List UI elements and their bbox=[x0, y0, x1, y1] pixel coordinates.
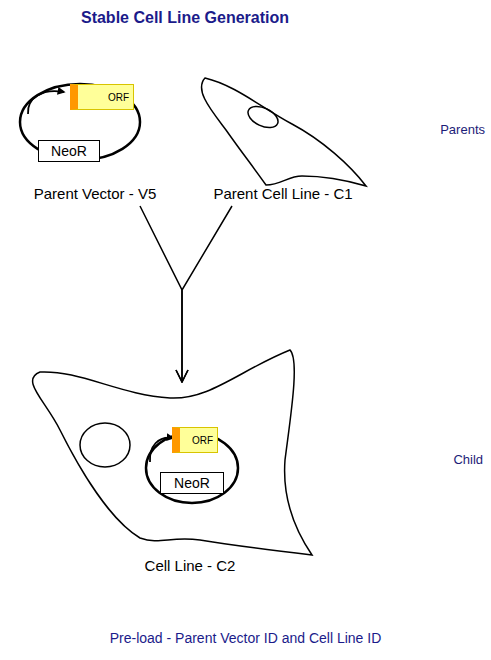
plasmid-ring bbox=[146, 433, 238, 503]
stage-label: Child bbox=[453, 452, 483, 467]
diagram-title: Stable Cell Line Generation bbox=[0, 9, 370, 27]
cell-line: Parent Cell Line - C1 bbox=[192, 72, 374, 206]
promoter-arrow bbox=[28, 91, 64, 114]
promoter-arrow bbox=[150, 438, 173, 462]
orf-label: ORF bbox=[108, 92, 129, 103]
merge-arrow bbox=[140, 206, 182, 382]
nucleus bbox=[80, 423, 130, 467]
neor-box: NeoR bbox=[38, 140, 100, 162]
nucleus bbox=[245, 102, 282, 132]
orf-label: ORF bbox=[192, 435, 213, 446]
node-label: Cell Line - C2 bbox=[15, 557, 365, 574]
marker-label: NeoR bbox=[174, 475, 210, 491]
node-label: Parent Vector - V5 bbox=[4, 185, 186, 202]
orf-box: ORF bbox=[172, 427, 218, 453]
node-label: Parent Cell Line - C1 bbox=[192, 185, 374, 202]
cell-outline bbox=[201, 78, 366, 186]
merge-arrow bbox=[182, 206, 232, 382]
orf-box: ORF bbox=[70, 84, 134, 110]
caption-note: Pre-load - Parent Vector ID and Cell Lin… bbox=[0, 630, 491, 646]
stage-label: Parents bbox=[440, 122, 485, 137]
cell-line: Cell Line - C2 ORF NeoR bbox=[15, 382, 365, 578]
marker-label: NeoR bbox=[51, 143, 87, 159]
plasmid-vector: Parent Vector - V5 ORF NeoR bbox=[4, 78, 186, 206]
neor-box: NeoR bbox=[160, 472, 224, 494]
cell-outline bbox=[33, 350, 312, 555]
